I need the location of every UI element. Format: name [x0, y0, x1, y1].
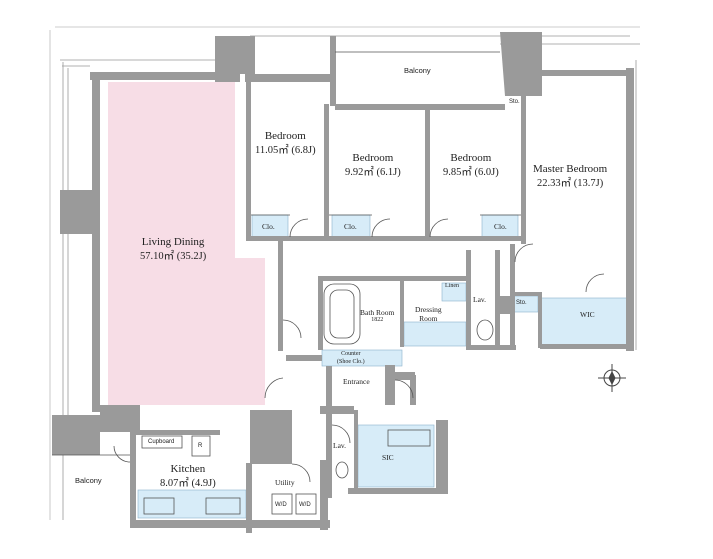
dressing-room-name: Dressing — [415, 305, 442, 314]
counter-label: Counter (Shoe Clo.) — [337, 351, 365, 366]
washer-dryer-1-label: W/D — [275, 502, 287, 508]
master-storage-label: Sto. — [509, 99, 520, 105]
bedroom-3-area: 9.85㎡ (6.0J) — [443, 166, 499, 178]
bedroom-3-label: Bedroom 9.85㎡ (6.0J) — [443, 152, 499, 179]
lavatory-1-label: Lav. — [473, 295, 487, 304]
bedroom-1-area: 11.05㎡ (6.8J) — [255, 144, 316, 156]
compass-icon — [598, 364, 626, 392]
bedroom-1-name: Bedroom — [264, 130, 306, 142]
bedroom-3-name: Bedroom — [450, 152, 492, 164]
bath-room-label: Bath Room 1822 — [360, 308, 394, 325]
balcony-bottom-label: Balcony — [75, 476, 102, 485]
bedroom-2-label: Bedroom 9.92㎡ (6.1J) — [345, 152, 401, 179]
living-dining-floor — [108, 82, 265, 405]
counter-line-1: Counter — [341, 351, 361, 357]
dimension-lines — [49, 26, 640, 520]
fridge-label: R — [198, 443, 203, 449]
linen-label: Linen — [445, 283, 459, 289]
kitchen-name: Kitchen — [170, 463, 206, 475]
balcony-rail — [60, 35, 640, 520]
bath-room-size: 1822 — [371, 317, 384, 324]
balcony-top-label: Balcony — [404, 66, 431, 75]
kitchen-area: 8.07㎡ (4.9J) — [160, 477, 216, 489]
bedroom-2-area: 9.92㎡ (6.1J) — [345, 166, 401, 178]
entrance-label: Entrance — [343, 377, 370, 386]
living-dining-area: 57.10㎡ (35.2J) — [140, 250, 207, 262]
master-bedroom-area: 22.33㎡ (13.7J) — [537, 177, 604, 189]
bedroom-3-closet: Clo. — [494, 222, 507, 231]
dressing-room-label: Dressing Room — [415, 305, 442, 324]
living-dining-name: Living Dining — [141, 236, 205, 248]
bedroom-2-closet: Clo. — [344, 222, 357, 231]
sic-label: SIC — [382, 453, 394, 462]
lavatory-2-label: Lav. — [333, 441, 347, 450]
dressing-room-name-2: Room — [419, 314, 438, 324]
living-dining-label: Living Dining 57.10㎡ (35.2J) — [140, 236, 206, 263]
storage-2-label: Sto. — [516, 300, 527, 306]
washer-dryer-2-label: W/D — [299, 502, 311, 508]
kitchen-label: Kitchen 8.07㎡ (4.9J) — [160, 463, 216, 490]
master-bedroom-label: Master Bedroom 22.33㎡ (13.7J) — [533, 163, 607, 190]
master-bedroom-name: Master Bedroom — [533, 163, 608, 175]
bedroom-2-name: Bedroom — [352, 152, 394, 164]
bedroom-1-label: Bedroom 11.05㎡ (6.8J) — [255, 130, 316, 157]
bedroom-1-closet: Clo. — [262, 222, 275, 231]
interior-lines — [52, 51, 605, 515]
walls — [52, 32, 634, 533]
wic-label: WIC — [580, 310, 595, 319]
cupboard-label: Cupboard — [148, 439, 175, 445]
bath-room-name: Bath Room — [360, 308, 395, 317]
utility-label: Utility — [275, 478, 295, 487]
counter-line-2: (Shoe Clo.) — [337, 358, 365, 365]
